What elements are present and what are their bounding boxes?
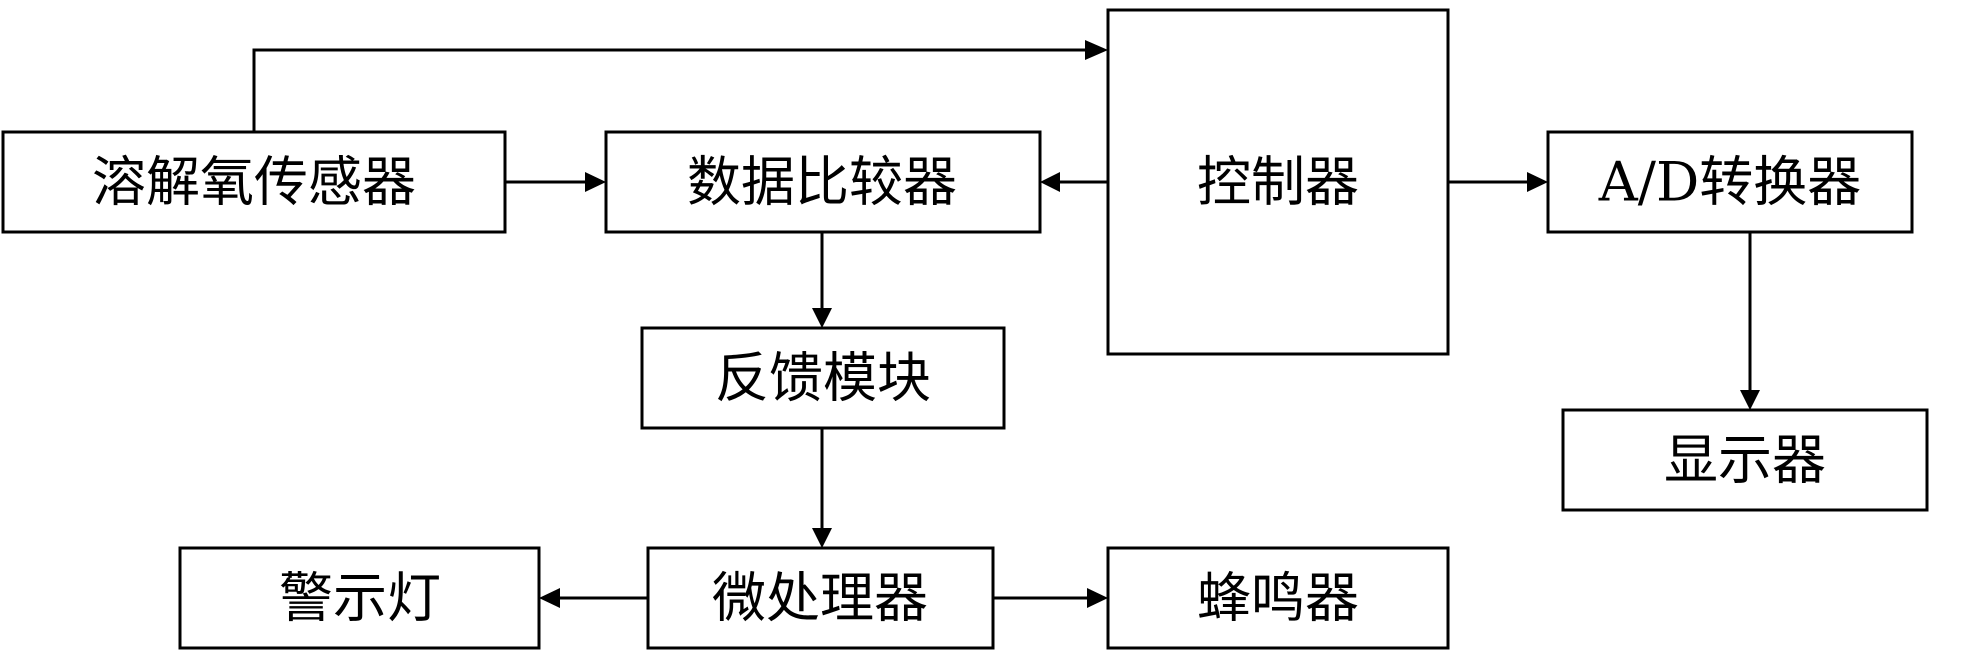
block-controller: 控制器 [1106,8,1450,356]
block-display: 显示器 [1561,408,1929,512]
arrowhead-display-top [1740,390,1760,410]
controller-label: 控制器 [1197,151,1359,214]
block-buzzer: 蜂鸣器 [1106,546,1450,650]
do-sensor-label: 溶解氧传感器 [92,151,416,214]
arrowhead-warning-right [539,588,560,608]
arrow-sensor-to-controller [252,48,1085,132]
display-label: 显示器 [1664,429,1826,492]
buzzer-label: 蜂鸣器 [1197,567,1359,630]
block-warning-light: 警示灯 [178,546,541,650]
block-comparator: 数据比较器 [604,130,1042,234]
arrowhead-comparator-left [585,172,606,192]
block-microprocessor: 微处理器 [646,546,995,650]
feedback-label: 反馈模块 [715,347,931,410]
arrowhead-controller-top [1085,40,1108,60]
warning-light-label: 警示灯 [279,567,441,630]
arrowhead-comparator-right [1040,172,1060,192]
block-feedback: 反馈模块 [640,326,1006,430]
connections [252,40,1760,608]
microprocessor-label: 微处理器 [712,567,928,630]
block-ad-converter: A/D转换器 [1546,130,1914,234]
arrowhead-feedback-top [812,308,832,328]
arrowhead-microprocessor-top [812,528,832,548]
ad-converter-label: A/D转换器 [1598,151,1862,214]
block-do-sensor: 溶解氧传感器 [1,130,507,234]
arrowhead-buzzer-left [1087,588,1108,608]
comparator-label: 数据比较器 [687,151,957,214]
arrowhead-ad-left [1527,172,1548,192]
